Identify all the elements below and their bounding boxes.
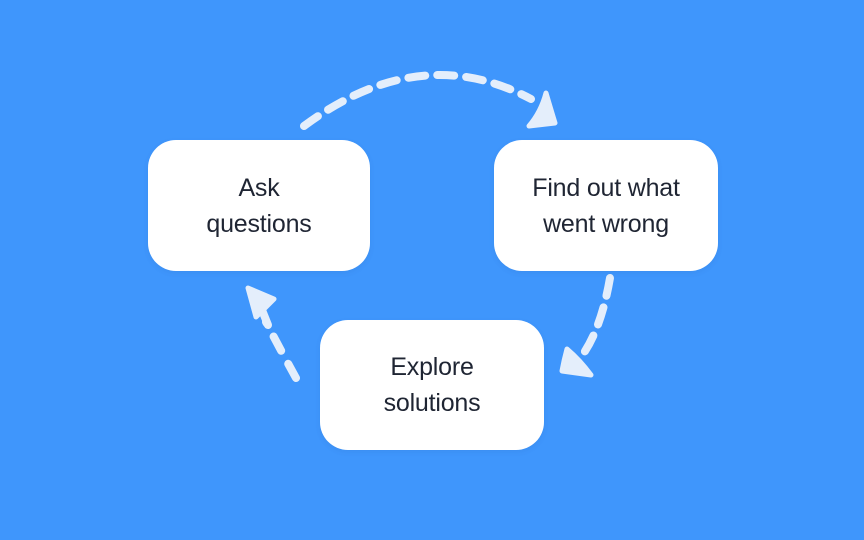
dashed-curve <box>262 318 300 382</box>
arrowhead-tail <box>258 306 272 329</box>
node-label-line2: went wrong <box>543 209 669 238</box>
node-label: Ask questions <box>206 170 311 242</box>
node-label-line2: questions <box>206 209 312 238</box>
arrow-ask-to-find <box>300 70 558 130</box>
node-label-line1: Find out what <box>532 173 680 202</box>
node-explore-solutions: Explore solutions <box>320 320 544 450</box>
node-ask-questions: Ask questions <box>148 140 370 271</box>
node-label-line1: Explore <box>390 353 474 381</box>
node-find-out-what-went-wrong: Find out what went wrong <box>494 140 718 271</box>
arrowhead-icon <box>559 346 594 378</box>
arrow-find-to-explore <box>559 274 614 378</box>
node-label-line1: Ask <box>238 173 280 202</box>
dashed-curve <box>577 274 614 361</box>
node-label-line2: solutions <box>383 389 481 417</box>
node-label: Explore solutions <box>384 349 481 421</box>
node-label: Find out what went wrong <box>532 170 680 242</box>
arrow-explore-to-ask <box>245 285 300 382</box>
dashed-curve <box>300 70 535 130</box>
arrowhead-icon <box>526 90 558 129</box>
